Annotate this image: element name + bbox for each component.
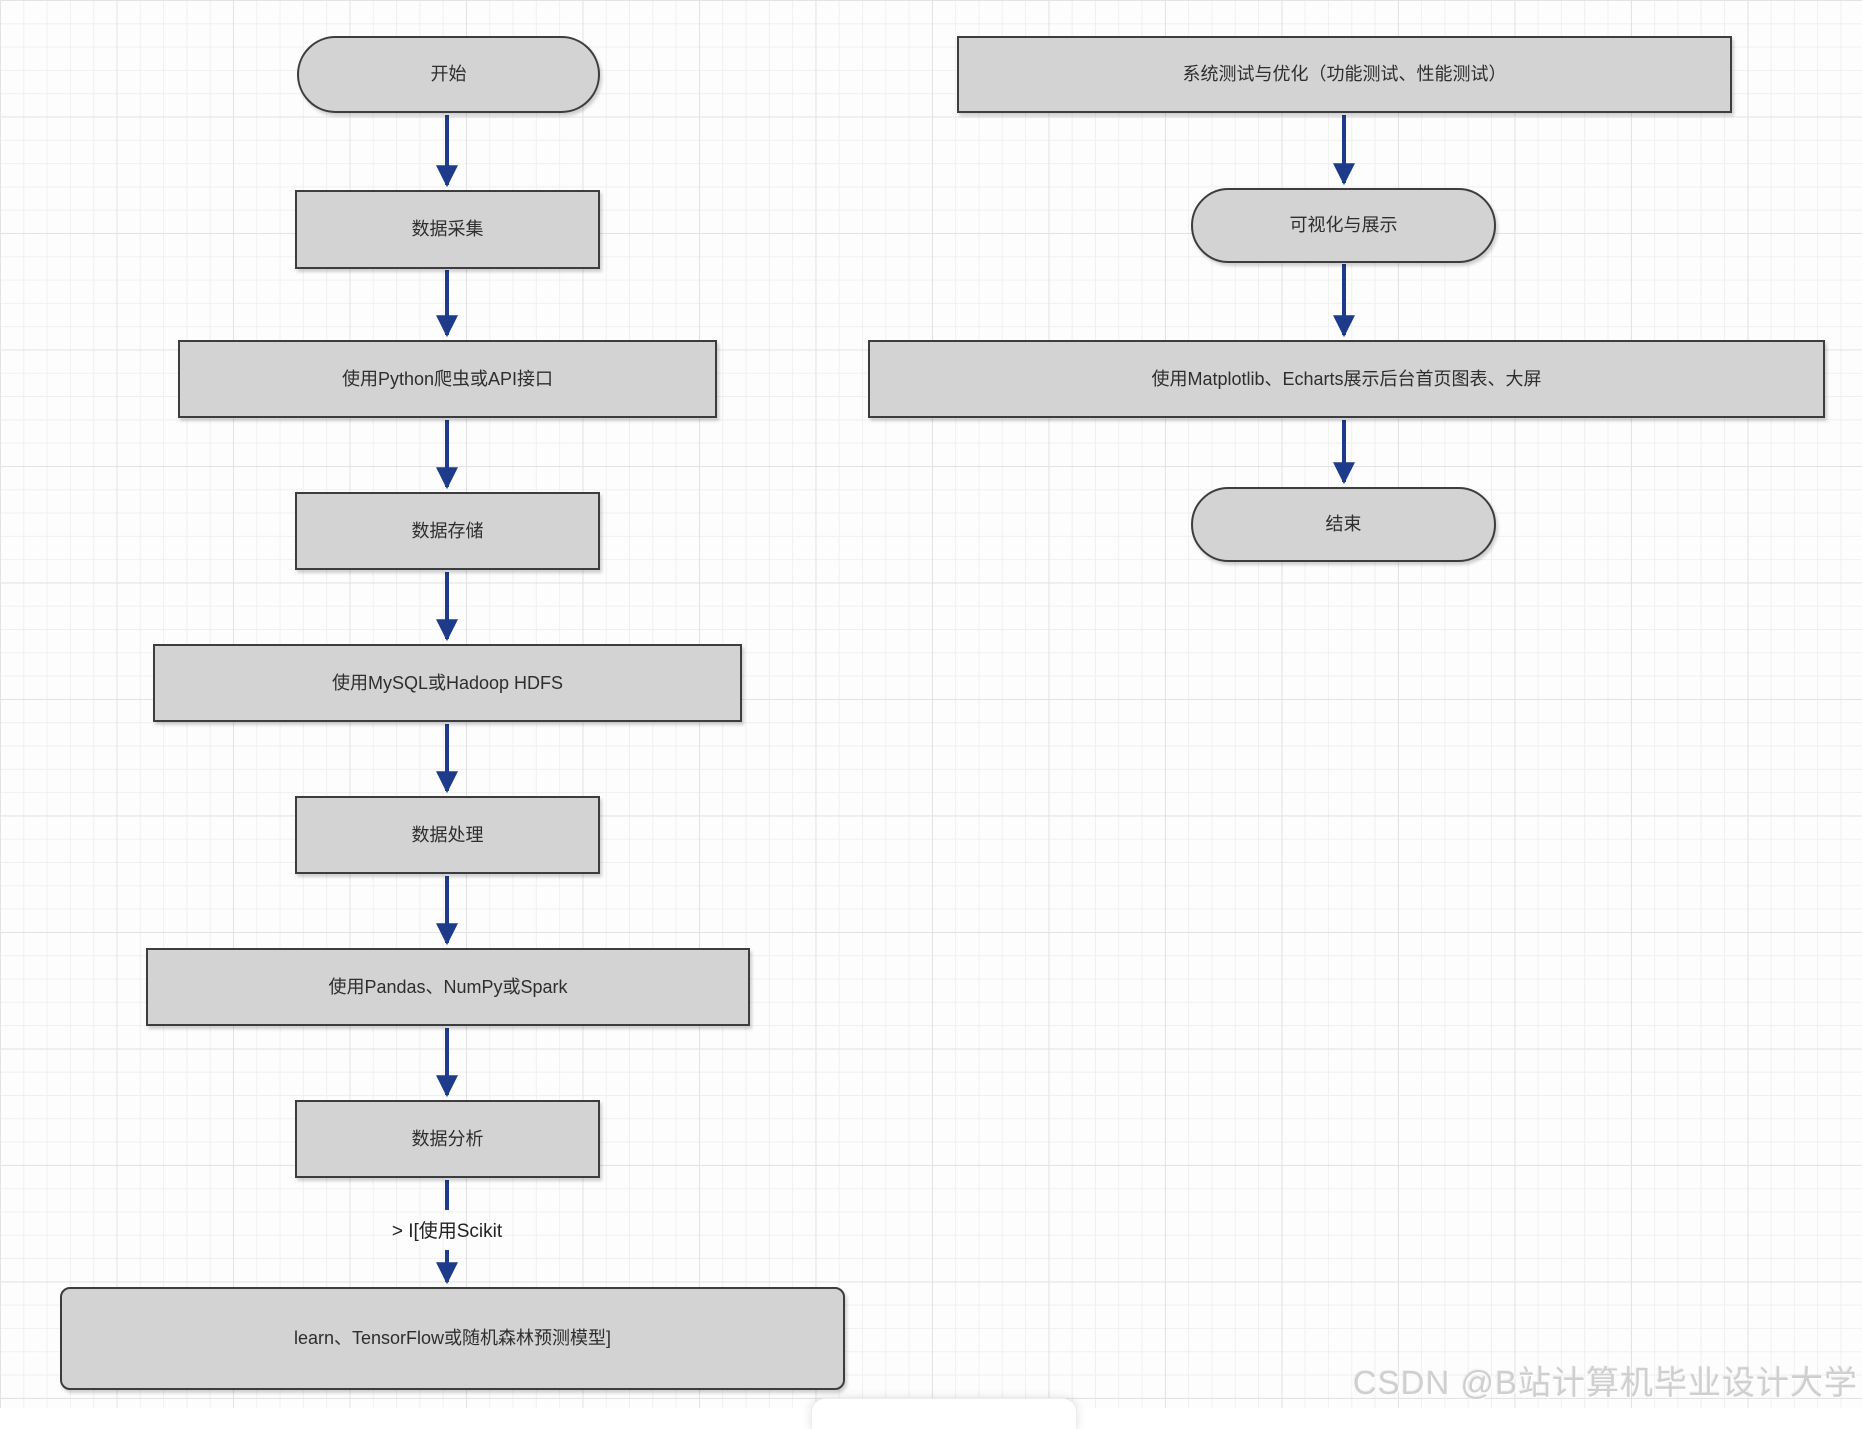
csdn-watermark: CSDN @B站计算机毕业设计大学 (1352, 1364, 1858, 1401)
node-data-analysis: 数据分析 (295, 1100, 600, 1178)
node-processing-tool: 使用Pandas、NumPy或Spark (146, 948, 750, 1026)
node-data-collection: 数据采集 (295, 190, 600, 269)
edge-label-scikit: > I[使用Scikit (391, 1221, 503, 1242)
node-storage-tool: 使用MySQL或Hadoop HDFS (153, 644, 742, 722)
node-collection-tool: 使用Python爬虫或API接口 (178, 340, 717, 418)
node-visualization: 可视化与展示 (1191, 188, 1496, 263)
node-data-storage: 数据存储 (295, 492, 600, 570)
node-system-test: 系统测试与优化（功能测试、性能测试） (957, 36, 1732, 113)
node-data-processing: 数据处理 (295, 796, 600, 874)
node-visualization-tool: 使用Matplotlib、Echarts展示后台首页图表、大屏 (868, 340, 1825, 418)
bottom-popup-sliver[interactable] (811, 1398, 1077, 1429)
node-end: 结束 (1191, 487, 1496, 562)
node-start: 开始 (297, 36, 600, 113)
node-model: learn、TensorFlow或随机森林预测模型] (60, 1287, 845, 1390)
